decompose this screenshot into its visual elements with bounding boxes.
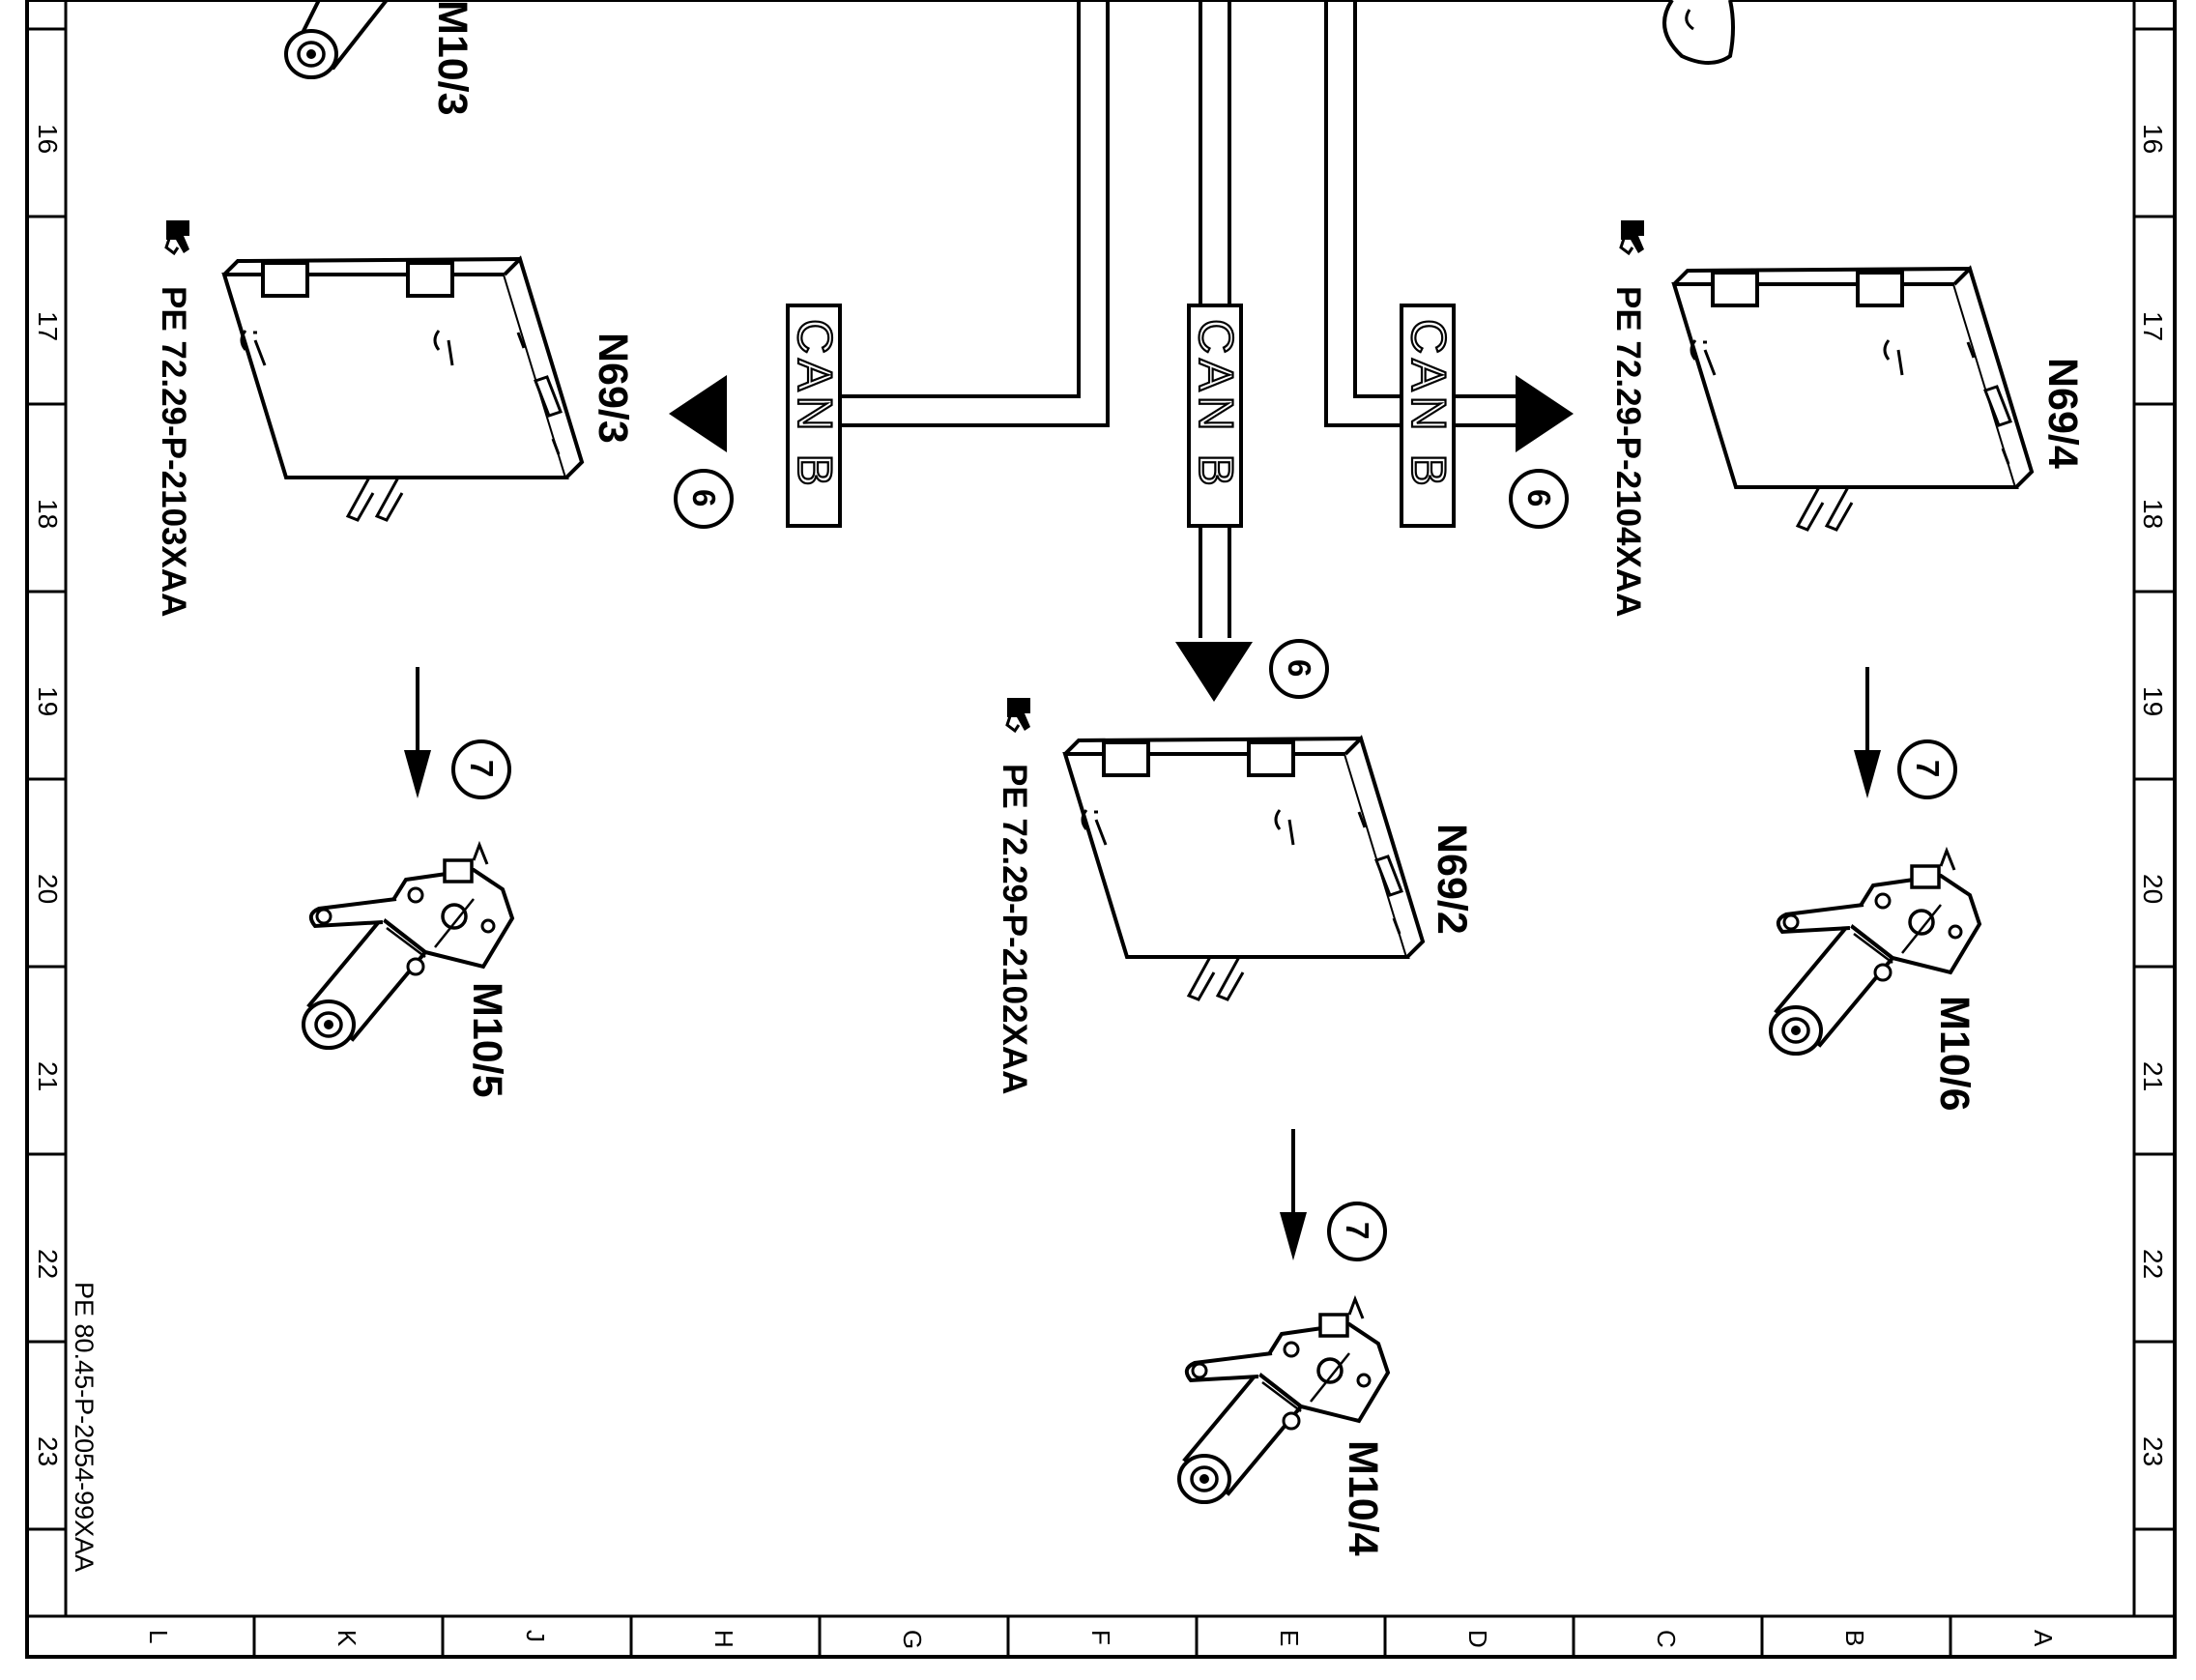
motor-m10-5: M10/5 (302, 843, 514, 1098)
motor-m10-6: M10/6 (1769, 849, 1981, 1112)
row-label: 19 (2138, 686, 2168, 716)
n69-3-label: N69/3 (590, 333, 636, 444)
row-labels-left: 16 17 18 19 20 21 22 23 (33, 124, 63, 1466)
hand-pointer-icon (164, 218, 191, 255)
arrow-to-m10-4 (1280, 1129, 1307, 1260)
column-label: J (521, 1630, 550, 1642)
row-label: 20 (33, 874, 63, 904)
control-unit-n69-3: PE 72.29-P-2103XAA N69/3 (155, 218, 636, 617)
n69-3-reference: PE 72.29-P-2103XAA (155, 286, 192, 617)
row-label: 23 (2138, 1436, 2168, 1466)
arrow-down-to-n69-2 (1175, 642, 1253, 702)
column-label: E (1275, 1630, 1304, 1646)
row-label: 16 (33, 124, 63, 154)
partial-component-top-right (1662, 0, 1735, 65)
svg-text:7: 7 (1910, 760, 1946, 777)
row-labels-right: 16 17 18 19 20 21 22 23 (2138, 124, 2168, 1466)
row-grid-ticks (27, 27, 2175, 1531)
step-marker-7-center: 7 (1327, 1202, 1387, 1261)
column-label: B (1840, 1630, 1869, 1646)
arrow-left-to-n69-3 (669, 375, 727, 452)
svg-text:CAN B: CAN B (1401, 319, 1456, 491)
column-label: C (1652, 1630, 1681, 1648)
row-label: 21 (33, 1061, 63, 1091)
svg-text:6: 6 (686, 489, 722, 507)
column-label: G (898, 1630, 927, 1649)
control-unit-n69-2: PE 72.29-P-2102XAA N69/2 (996, 696, 1475, 1094)
step-marker-7-right: 7 (1897, 739, 1957, 799)
footer-reference: PE 80.45-P-2054-99XAA (70, 1282, 99, 1572)
motor-m10-3: M10/3 (284, 0, 476, 116)
n69-2-label: N69/2 (1429, 824, 1475, 935)
can-b-label-right: CAN B (1400, 304, 1457, 528)
svg-text:6: 6 (1282, 659, 1317, 677)
row-label: 16 (2138, 124, 2168, 154)
n69-4-reference: PE 72.29-P-2104XAA (1609, 286, 1647, 617)
column-labels: L K J H G F E D C B A (144, 1630, 2058, 1649)
svg-text:CAN B: CAN B (1189, 319, 1243, 491)
can-bus-wiring (793, 0, 1527, 638)
can-b-label-center: CAN B (1187, 304, 1244, 528)
control-unit-n69-4: PE 72.29-P-2104XAA N69/4 (1609, 218, 2086, 617)
n69-4-label: N69/4 (2039, 358, 2086, 469)
motor-m10-4: M10/4 (1177, 1297, 1390, 1556)
arrow-to-m10-5 (404, 667, 431, 798)
step-marker-7-left: 7 (451, 739, 511, 799)
svg-text:6: 6 (1521, 489, 1557, 507)
row-label: 21 (2138, 1061, 2168, 1091)
m10-5-label: M10/5 (464, 982, 510, 1098)
step-marker-6-right: 6 (1509, 469, 1569, 529)
arrow-right-to-n69-4 (1516, 375, 1574, 452)
svg-text:7: 7 (464, 760, 500, 777)
row-label: 17 (33, 311, 63, 341)
row-label: 20 (2138, 874, 2168, 904)
row-label: 22 (2138, 1249, 2168, 1279)
row-label: 23 (33, 1436, 63, 1466)
column-label: H (709, 1630, 738, 1648)
row-label: 17 (2138, 311, 2168, 341)
hand-pointer-icon (1005, 696, 1032, 733)
row-label: 19 (33, 686, 63, 716)
drawing-frame (25, 0, 2177, 1659)
column-grid-ticks (252, 1616, 1952, 1657)
step-marker-6-left: 6 (674, 469, 734, 529)
row-label: 22 (33, 1249, 63, 1279)
can-b-label-left: CAN B (786, 304, 843, 528)
hand-pointer-icon (1619, 218, 1646, 255)
m10-3-label: M10/3 (429, 0, 476, 116)
svg-text:CAN B: CAN B (788, 319, 842, 491)
column-label: K (332, 1630, 361, 1647)
m10-6-label: M10/6 (1931, 996, 1978, 1112)
svg-text:7: 7 (1340, 1222, 1375, 1239)
column-label: D (1463, 1630, 1492, 1648)
column-label: L (144, 1630, 173, 1643)
arrow-to-m10-6 (1854, 667, 1881, 798)
column-label: A (2029, 1630, 2058, 1647)
m10-4-label: M10/4 (1340, 1440, 1386, 1556)
column-label: F (1086, 1630, 1115, 1645)
row-label: 18 (33, 499, 63, 529)
n69-2-reference: PE 72.29-P-2102XAA (996, 764, 1033, 1094)
step-marker-6-center: 6 (1269, 639, 1329, 699)
row-label: 18 (2138, 499, 2168, 529)
